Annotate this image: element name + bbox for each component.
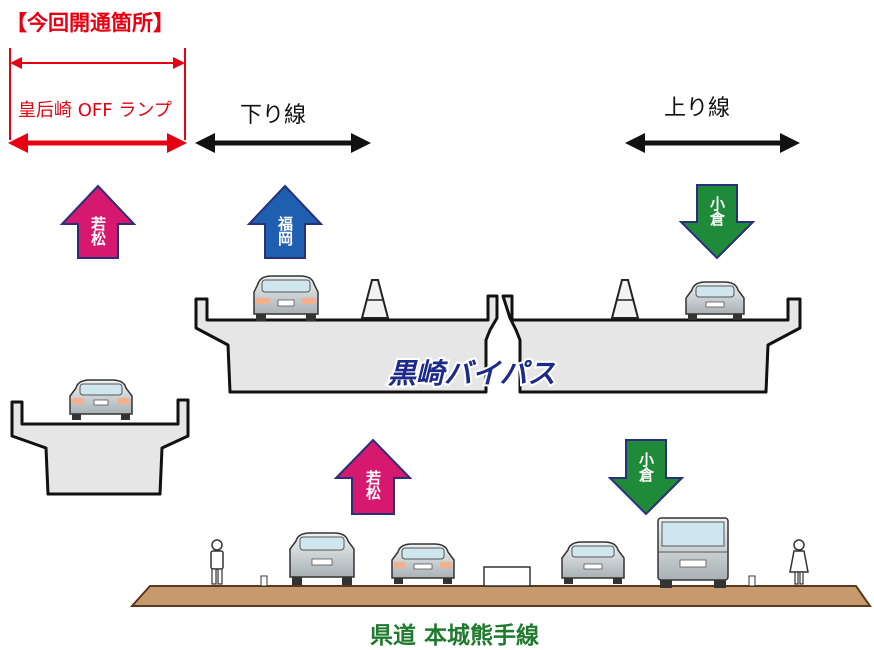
truck-icon (657, 517, 729, 588)
down-line-label: 下り線 (240, 103, 306, 128)
ramp-width-arrow (8, 133, 187, 153)
ramp-deck (10, 398, 190, 496)
pylon-icon (610, 279, 640, 319)
bypass-up-deck (501, 294, 802, 394)
arrow-destination-label: 福岡 (276, 215, 294, 247)
man-icon (210, 539, 224, 585)
bypass-name: 黒崎バイパス (388, 357, 555, 390)
section-label: 【今回開通箇所】 (6, 11, 174, 35)
fukuoka-up-arrow-icon: 福岡 (246, 184, 324, 259)
arrow-destination-label: 小倉 (637, 452, 655, 483)
arrow-destination-label: 若松 (364, 469, 382, 501)
up-line-label: 上り線 (664, 96, 730, 121)
car-icon (391, 543, 455, 584)
up-line-width-arrow (625, 133, 800, 153)
car-icon (69, 379, 133, 420)
wakamatsu-up-arrow-icon: 若松 (59, 184, 137, 259)
bypass-down-deck (194, 294, 499, 394)
ramp-label: 皇后崎 OFF ランプ (18, 100, 172, 121)
wakamatsu-road-up-arrow-icon: 若松 (333, 438, 413, 515)
arrow-destination-label: 小倉 (708, 196, 726, 227)
car-icon (289, 532, 355, 585)
down-line-width-arrow (195, 133, 371, 153)
car-icon (685, 281, 745, 320)
car-icon (561, 541, 625, 584)
woman-icon (789, 539, 809, 585)
kokura-down-arrow-icon: 小倉 (678, 184, 756, 260)
arrow-destination-label: 若松 (89, 215, 107, 247)
kokura-road-down-arrow-icon: 小倉 (607, 439, 685, 516)
dimension-bracket (9, 48, 186, 140)
pylon-icon (360, 279, 390, 319)
road-name: 県道 本城熊手線 (370, 622, 539, 649)
prefectural-road-surface (129, 566, 872, 607)
car-icon (253, 275, 319, 321)
